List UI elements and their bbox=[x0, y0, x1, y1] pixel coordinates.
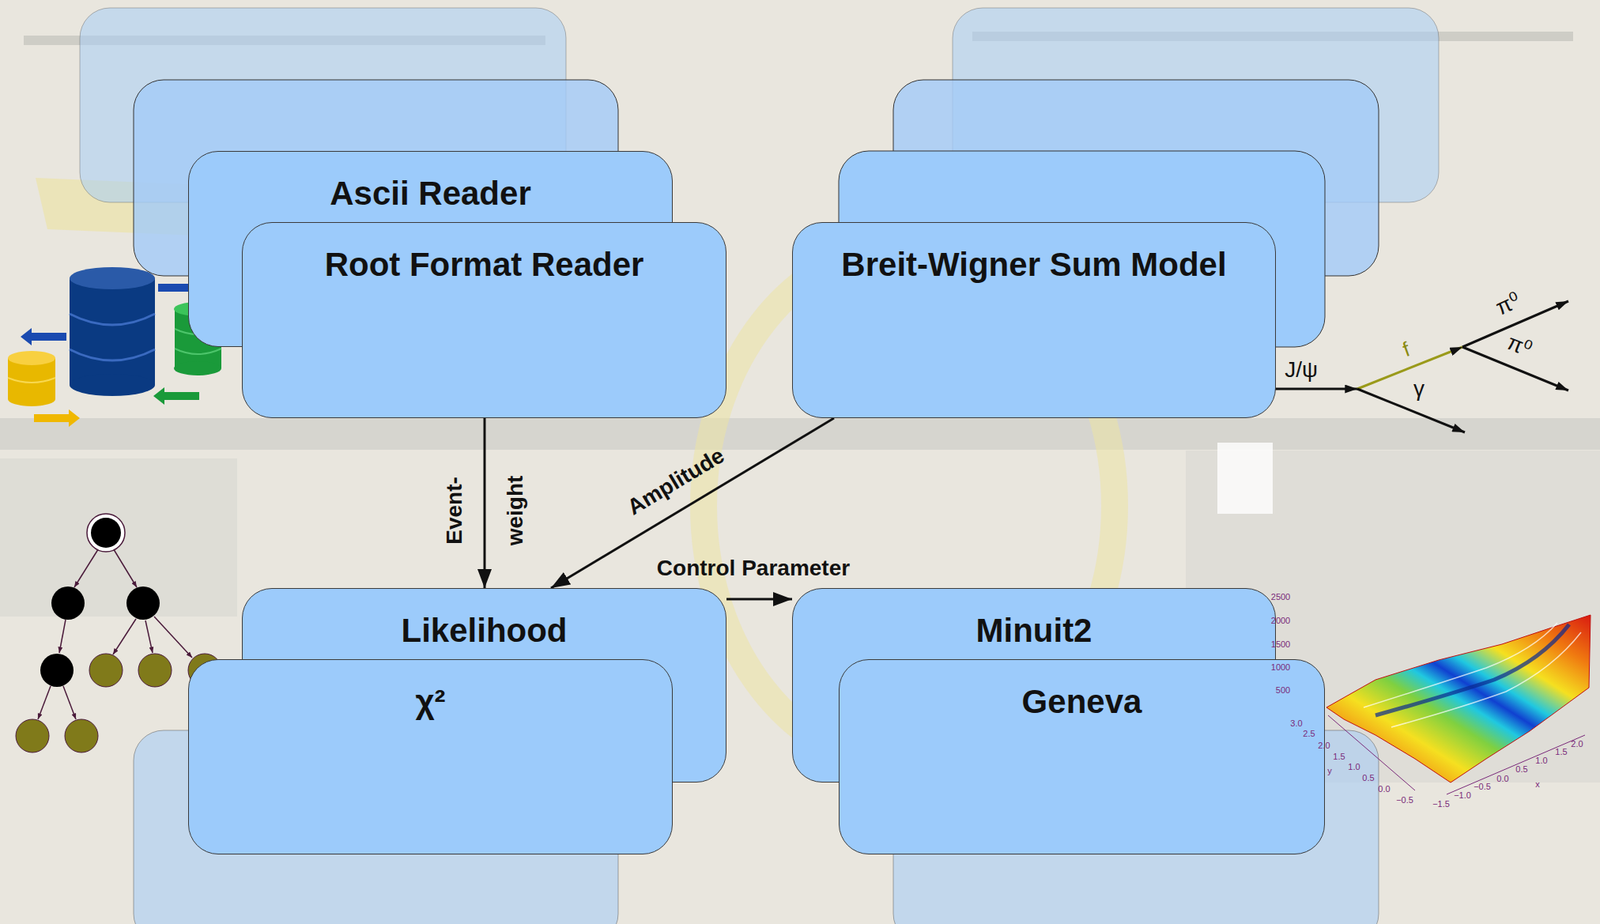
axis-line bbox=[1328, 715, 1416, 791]
axis-tick: −0.5 bbox=[1396, 795, 1414, 805]
axis-tick: 1500 bbox=[1271, 639, 1291, 650]
box-title: Geneva bbox=[1022, 682, 1143, 722]
axis-tick: 2.0 bbox=[1570, 739, 1583, 749]
axis-tick: 0.5 bbox=[1362, 773, 1374, 783]
axis-tick: −0.5 bbox=[1473, 781, 1491, 792]
axis-tick: 3.0 bbox=[1290, 718, 1302, 729]
box-title: Breit-Wigner Sum Model bbox=[841, 245, 1227, 285]
tree-branch bbox=[37, 686, 51, 720]
cylinder-ring bbox=[69, 313, 155, 361]
detector-beam bbox=[0, 418, 1600, 450]
tree-node bbox=[86, 513, 125, 552]
axis-tick: 0.0 bbox=[1496, 773, 1509, 784]
process-box: Geneva bbox=[838, 659, 1325, 855]
edge-label: Control Parameter bbox=[656, 554, 850, 582]
cylinder-end bbox=[173, 361, 222, 376]
box-title: Likelihood bbox=[401, 611, 568, 651]
particle-line bbox=[1357, 388, 1465, 433]
axis-tick: −1.0 bbox=[1453, 790, 1472, 800]
tree-node bbox=[89, 653, 123, 687]
tree-node bbox=[64, 719, 99, 753]
cylinder-end bbox=[69, 267, 155, 290]
axis-name: y bbox=[1327, 766, 1333, 776]
axis-tick: 0.5 bbox=[1515, 764, 1528, 774]
process-box: χ² bbox=[188, 659, 673, 855]
axis-line bbox=[1446, 735, 1585, 795]
tree-node bbox=[90, 517, 121, 548]
surface-contour bbox=[1363, 622, 1582, 728]
axis-tick: 500 bbox=[1275, 685, 1291, 695]
tree-node bbox=[51, 586, 85, 620]
data-arrow bbox=[153, 387, 200, 405]
particle-label: γ bbox=[1413, 377, 1425, 402]
cylinder-end bbox=[69, 373, 155, 397]
decay-diagram bbox=[1247, 301, 1569, 433]
axis-tick: 1.5 bbox=[1332, 751, 1345, 762]
axis-tick: 1000 bbox=[1271, 662, 1291, 672]
tree-node bbox=[15, 719, 50, 753]
axis-name: x bbox=[1535, 779, 1540, 789]
detector-block bbox=[1217, 442, 1273, 514]
axis-tick: 0.0 bbox=[1377, 784, 1390, 794]
axis-tick: 1.0 bbox=[1347, 762, 1360, 772]
box-title: Ascii Reader bbox=[329, 173, 531, 214]
axis-tick: −1.5 bbox=[1432, 799, 1450, 809]
axis-tick: 1.0 bbox=[1535, 755, 1548, 766]
surface bbox=[1326, 615, 1591, 783]
axis-tick: 2.5 bbox=[1302, 728, 1315, 739]
cylinder-end bbox=[7, 350, 56, 366]
tree-branch bbox=[154, 616, 193, 658]
axis-tick: 2.0 bbox=[1317, 740, 1330, 751]
flow-arrow bbox=[483, 418, 487, 589]
tree-branch bbox=[63, 686, 76, 720]
surface-plot bbox=[1326, 615, 1591, 795]
surface-valley bbox=[1375, 624, 1570, 716]
tree-node bbox=[40, 653, 74, 687]
axis-tick: 1.5 bbox=[1554, 747, 1567, 757]
edge-label: Event- weight bbox=[423, 459, 546, 563]
flow-arrow bbox=[726, 598, 793, 601]
box-title: Minuit2 bbox=[976, 611, 1093, 651]
tree-icon bbox=[37, 547, 193, 720]
axis-tick: 2000 bbox=[1271, 615, 1291, 626]
detector-block bbox=[0, 458, 238, 617]
particle-label: J/ψ bbox=[1284, 358, 1318, 383]
axis-tick: 2500 bbox=[1271, 592, 1291, 602]
data-arrow bbox=[20, 328, 67, 346]
cylinder-end bbox=[7, 392, 56, 407]
tree-branch bbox=[113, 618, 136, 655]
process-box: Root Format Reader bbox=[241, 222, 727, 419]
cylinder-ring bbox=[7, 377, 56, 383]
data-arrow bbox=[33, 409, 80, 427]
tree-node bbox=[126, 586, 160, 620]
tree-branch bbox=[59, 619, 66, 653]
process-box: Breit-Wigner Sum Model bbox=[792, 222, 1276, 419]
tree-branch bbox=[74, 547, 100, 588]
tree-node bbox=[138, 653, 172, 687]
tree-branch bbox=[145, 620, 153, 653]
box-title: Root Format Reader bbox=[324, 245, 645, 285]
cylinder-body bbox=[69, 278, 155, 385]
tree-branch bbox=[112, 547, 137, 588]
box-title: χ² bbox=[415, 682, 446, 722]
